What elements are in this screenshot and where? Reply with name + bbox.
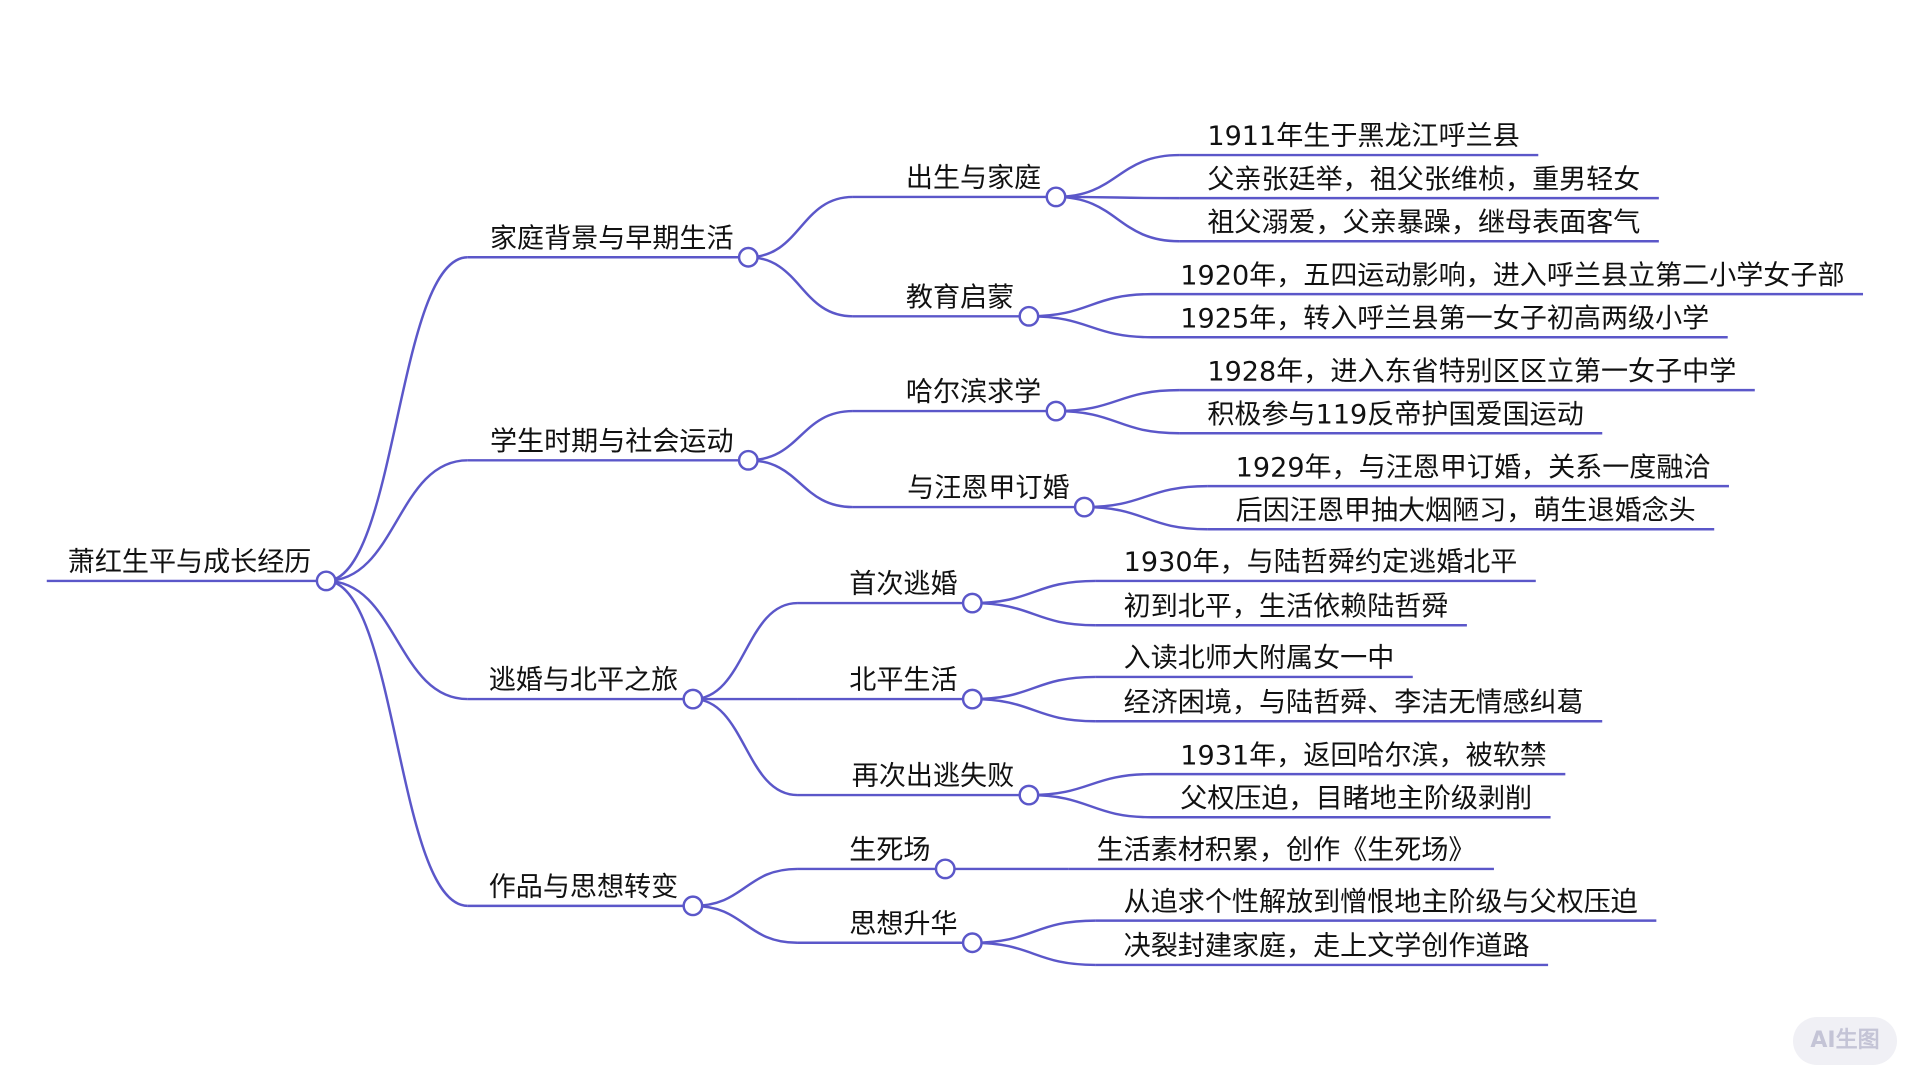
leaf-connector [1028,315,1153,339]
subtopic-connector [692,601,798,701]
branch-collapse-toggle [737,246,759,268]
branch-connector [326,579,468,701]
leaf-topic: 初到北平，生活依赖陆哲舜 [1124,591,1449,622]
branch-collapse-toggle [682,895,704,917]
leaf-connector [1055,153,1180,199]
subtopic: 出生与家庭 [906,163,1041,194]
subtopic-collapse-toggle [1045,186,1067,208]
branch-connector [326,579,468,908]
leaf-connector [972,579,1096,605]
subtopic: 北平生活 [849,665,957,696]
subtopic: 教育启蒙 [906,282,1014,313]
branch-connector [326,459,468,583]
leaf-connector [1084,505,1208,531]
leaf-topic: 1911年生于黑龙江呼兰县 [1207,121,1519,152]
leaf-topic: 从追求个性解放到憎恨地主阶级与父权压迫 [1124,887,1638,918]
leaf-topic: 1931年，返回哈尔滨，被软禁 [1180,740,1547,771]
subtopic-connector [692,697,798,797]
leaf-connector [972,675,1096,701]
leaf-connector [972,941,1096,967]
subtopic-collapse-toggle [1045,400,1067,422]
leaf-topic: 后因汪恩甲抽大烟陋习，萌生退婚念头 [1236,495,1696,526]
subtopic: 首次逃婚 [849,569,957,600]
leaf-topic: 积极参与119反帝护国爱国运动 [1207,399,1583,430]
subtopic-collapse-toggle [961,932,983,954]
subtopic: 生死场 [849,835,930,866]
leaf-topic: 父权压迫，目睹地主阶级剥削 [1180,783,1532,814]
leaf-connector [1028,793,1153,819]
leaf-topic: 1929年，与汪恩甲订婚，关系一度融洽 [1236,452,1711,483]
subtopic: 思想升华 [849,909,957,940]
leaf-connector [972,919,1096,944]
subtopic-collapse-toggle [1018,784,1040,806]
leaf-connector [1028,772,1153,797]
subtopic-connector [692,867,798,908]
leaf-topic: 1928年，进入东省特别区区立第一女子中学 [1207,356,1736,387]
leaf-connector [972,601,1096,627]
subtopic: 再次出逃失败 [852,761,1014,792]
leaf-topic: 1930年，与陆哲舜约定逃婚北平 [1124,547,1518,578]
branch-collapse-toggle [737,449,759,471]
subtopic-collapse-toggle [1018,305,1040,327]
leaf-connector [1055,388,1180,413]
subtopic-connector [748,409,853,462]
leaf-connector [1055,195,1180,200]
leaf-connector [1055,195,1180,243]
subtopic: 哈尔滨求学 [906,377,1041,408]
leaf-topic: 生活素材积累，创作《生死场》 [1097,835,1476,866]
branch-connector [326,256,468,583]
subtopic-collapse-toggle [961,688,983,710]
branch-collapse-toggle [682,688,704,710]
branch-topic: 家庭背景与早期生活 [490,223,734,254]
leaf-topic: 1925年，转入呼兰县第一女子初高两级小学 [1180,303,1709,334]
leaf-topic: 入读北师大附属女一中 [1124,643,1395,674]
leaf-topic: 经济困境，与陆哲舜、李洁无情感纠葛 [1124,687,1584,718]
branch-topic: 学生时期与社会运动 [490,426,734,457]
root-collapse-toggle [315,570,337,592]
subtopic-collapse-toggle [961,592,983,614]
ai-watermark-badge: AI生图 [1793,1017,1897,1065]
subtopic-collapse-toggle [934,858,956,880]
branch-topic: 作品与思想转变 [489,872,678,903]
leaf-connector [1028,292,1153,318]
leaf-connector [1084,484,1208,509]
subtopic-connector [748,256,853,318]
subtopic-collapse-toggle [1073,496,1095,518]
root-topic: 萧红生平与成长经历 [68,547,312,578]
leaf-connector [972,697,1096,723]
leaf-topic: 决裂封建家庭，走上文学创作道路 [1124,931,1530,962]
leaf-connector [1055,409,1180,435]
leaf-topic: 祖父溺爱，父亲暴躁，继母表面客气 [1207,207,1640,238]
leaf-topic: 1920年，五四运动影响，进入呼兰县立第二小学女子部 [1180,260,1844,291]
subtopic-connector [748,195,853,259]
subtopic: 与汪恩甲订婚 [907,473,1069,504]
branch-topic: 逃婚与北平之旅 [489,665,678,696]
leaf-topic: 父亲张廷举，祖父张维桢，重男轻女 [1207,164,1640,195]
subtopic-connector [748,459,853,509]
subtopic-connector [692,904,798,944]
